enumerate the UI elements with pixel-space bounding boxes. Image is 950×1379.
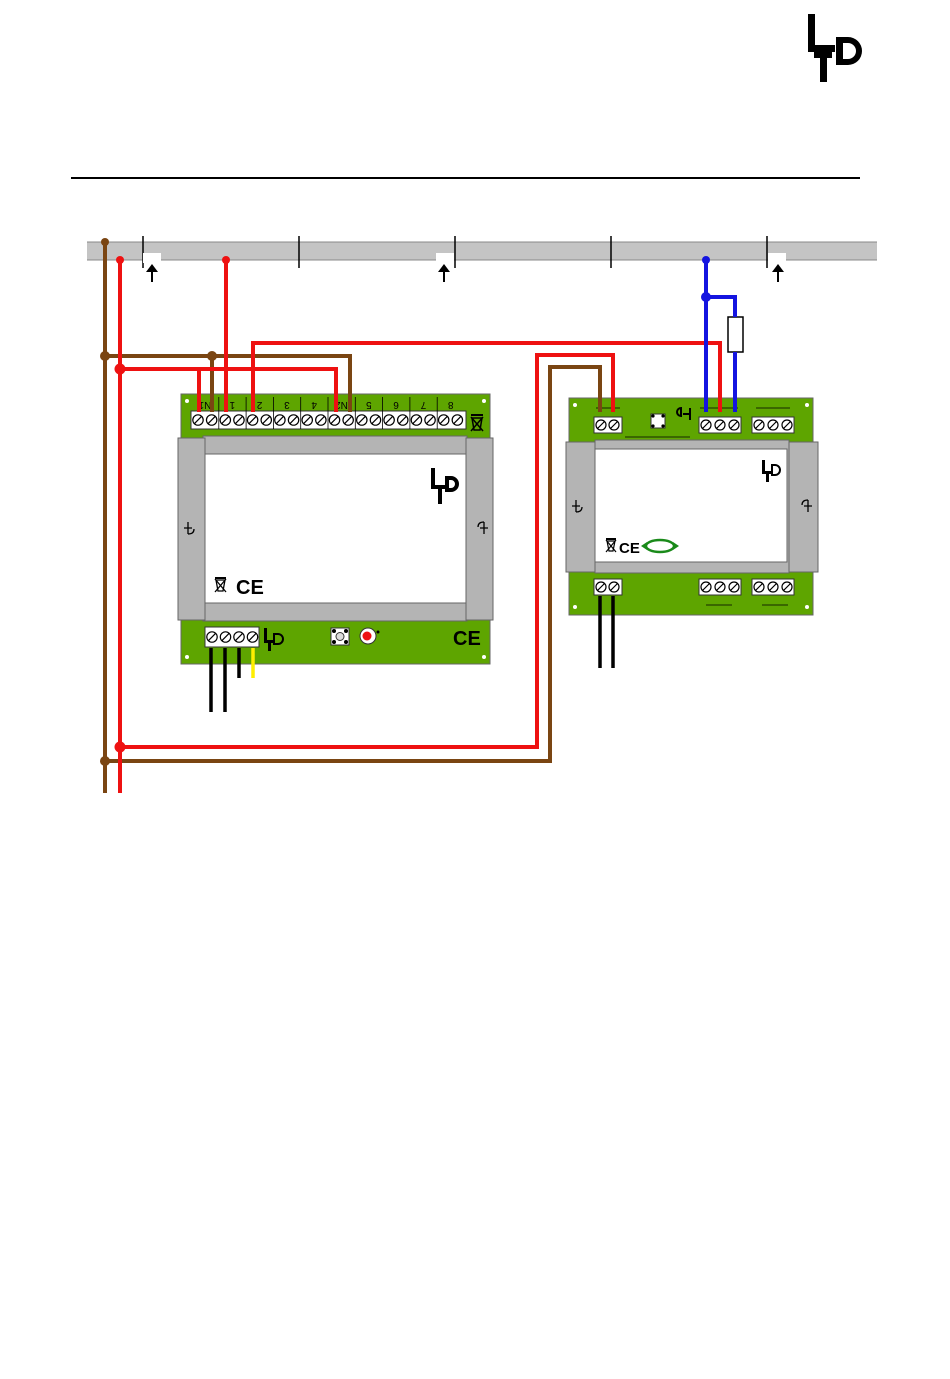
arrow-up-icon (772, 264, 784, 282)
screw-terminal-icon (207, 632, 217, 642)
junction-dot (100, 756, 110, 766)
screw-terminal-icon (729, 582, 739, 592)
screw-terminal-icon (754, 582, 764, 592)
screw-terminal-icon (261, 415, 271, 425)
screw-terminal-icon (220, 415, 230, 425)
screw-terminal-icon (768, 582, 778, 592)
screw-terminal-icon (343, 415, 353, 425)
screw-terminal-icon (701, 420, 711, 430)
arrow-up-icon (146, 264, 158, 282)
screw-terminal-icon (701, 582, 711, 592)
junction-dot (100, 351, 110, 361)
junction-dot (701, 292, 711, 302)
screw-terminal-icon (384, 415, 394, 425)
terminal-label: 1 (229, 399, 235, 410)
screw-terminal-icon (609, 420, 619, 430)
pushbutton-icon (651, 414, 665, 428)
resistor-icon (728, 317, 743, 352)
junction-dot (115, 742, 126, 753)
terminal-label: 7 (420, 399, 426, 410)
screw-terminal-icon (329, 415, 339, 425)
screw-terminal-icon (425, 415, 435, 425)
junction-dot (115, 364, 126, 375)
junction-dot (116, 256, 124, 264)
track (87, 236, 877, 268)
screw-terminal-icon (452, 415, 462, 425)
screw-terminal-icon (316, 415, 326, 425)
ldt-logo-icon (808, 14, 862, 82)
screw-terminal-icon (596, 582, 606, 592)
screw-terminal-icon (193, 415, 203, 425)
screw-terminal-icon (247, 415, 257, 425)
screw-terminal-icon (729, 420, 739, 430)
screw-terminal-icon (754, 420, 764, 430)
screw-terminal-icon (439, 415, 449, 425)
terminal-label: 8 (447, 399, 453, 410)
screw-terminal-icon (768, 420, 778, 430)
arrow-up-icon (438, 264, 450, 282)
screw-terminal-icon (782, 582, 792, 592)
screw-terminal-icon (398, 415, 408, 425)
screw-terminal-icon (288, 415, 298, 425)
terminal-label: 5 (366, 399, 372, 410)
terminal-label: 4 (311, 399, 317, 410)
screw-terminal-icon (596, 420, 606, 430)
screw-terminal-icon (275, 415, 285, 425)
screw-terminal-icon (302, 415, 312, 425)
junction-dot (222, 256, 230, 264)
screw-terminal-icon (234, 632, 244, 642)
junction-dot (101, 238, 109, 246)
terminal-label: 2 (256, 399, 262, 410)
screw-terminal-icon (370, 415, 380, 425)
ce-mark-icon: CE (453, 628, 481, 650)
ce-mark-icon: CE (236, 577, 264, 599)
screw-terminal-icon (715, 420, 725, 430)
wire (706, 297, 735, 317)
screw-terminal-icon (234, 415, 244, 425)
junction-dot (207, 351, 217, 361)
screw-terminal-icon (357, 415, 367, 425)
terminal-label: 6 (393, 399, 399, 410)
screw-terminal-icon (411, 415, 421, 425)
screw-terminal-icon (609, 582, 619, 592)
screw-terminal-icon (247, 632, 257, 642)
ce-mark-icon: CE (619, 540, 640, 557)
screw-terminal-icon (220, 632, 230, 642)
pushbutton-icon (331, 628, 349, 645)
screw-terminal-icon (715, 582, 725, 592)
screw-terminal-icon (206, 415, 216, 425)
terminal-label: 3 (284, 399, 290, 410)
junction-dot (702, 256, 710, 264)
module-right: CE (566, 398, 818, 615)
screw-terminal-icon (782, 420, 792, 430)
